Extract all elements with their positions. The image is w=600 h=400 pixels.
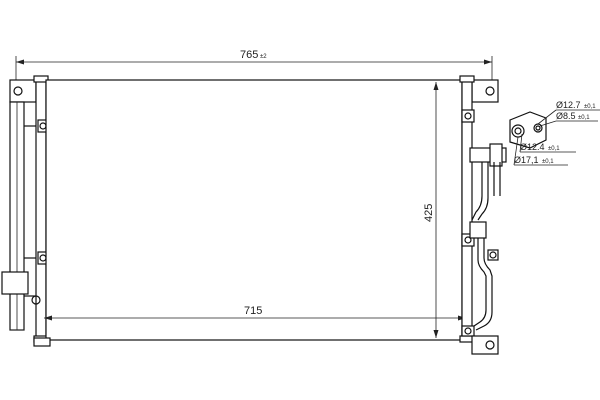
pipe-outlet-outer bbox=[473, 238, 487, 327]
leader-3 bbox=[519, 133, 523, 153]
leader-4 bbox=[513, 136, 519, 166]
right-bottom-bracket bbox=[471, 335, 499, 355]
receiver-drier-block bbox=[1, 271, 29, 295]
overall-width-dimension: 765 ±2 bbox=[15, 49, 493, 80]
right-header-top-cap bbox=[459, 75, 475, 83]
right-bottom-bracket-plate bbox=[471, 335, 499, 355]
left-header-body bbox=[35, 77, 47, 341]
callout-d171-label: Ø17,1 bbox=[514, 155, 539, 165]
callout-d85-label: Ø8.5 bbox=[556, 111, 576, 121]
fitting-port-large-inner bbox=[514, 127, 522, 135]
left-header-top-cap bbox=[33, 75, 49, 83]
fitting-plate bbox=[509, 111, 547, 149]
core-width-dimension: 715 bbox=[44, 305, 466, 321]
left-header-tank bbox=[24, 75, 49, 343]
right-bottom-bolt-hole bbox=[485, 340, 495, 350]
pipe-fitting-hole bbox=[489, 251, 497, 259]
callout-d85-tolerance: ±0,1 bbox=[578, 115, 590, 121]
fitting-detail: Ø12.7 ±0,1 Ø8.5 ±0,1 Ø12.4 ±0,1 Ø17,1 ±0… bbox=[509, 100, 600, 166]
pipe-outlet-inner bbox=[475, 238, 493, 331]
right-clip-1 bbox=[461, 109, 475, 123]
overall-width-value: 765 bbox=[240, 49, 258, 61]
right-header-tank bbox=[459, 75, 475, 343]
condenser-core bbox=[45, 79, 463, 341]
callout-d124-label: Ø12.4 bbox=[520, 142, 545, 152]
refrigerant-pipes bbox=[469, 143, 507, 331]
height-dimension: 425 bbox=[423, 82, 439, 338]
height-value: 425 bbox=[423, 204, 435, 222]
left-bottom-bracket-plate bbox=[33, 337, 51, 347]
pipe-flange-top bbox=[489, 143, 503, 167]
left-top-bracket bbox=[9, 79, 37, 103]
overall-width-tolerance: ±2 bbox=[260, 54, 267, 60]
leader-1 bbox=[537, 109, 557, 125]
pipe-inlet-outer bbox=[471, 162, 483, 221]
fitting-port-small-inner bbox=[535, 125, 541, 131]
right-clip-3 bbox=[461, 325, 475, 337]
arrow-left-icon bbox=[16, 59, 24, 65]
leader-2 bbox=[539, 120, 557, 127]
arrow-down-icon bbox=[433, 330, 439, 338]
pipe-fitting-mid bbox=[487, 249, 499, 261]
arrow-right-icon bbox=[484, 59, 492, 65]
callout-d127-label: Ø12.7 bbox=[556, 100, 581, 110]
arrow-up-icon bbox=[433, 82, 439, 90]
drier-clip-3 bbox=[24, 295, 41, 305]
callout-d124-tolerance: ±0,1 bbox=[548, 146, 560, 152]
left-bottom-bracket bbox=[33, 337, 51, 347]
core-frame bbox=[45, 79, 463, 341]
right-top-bolt-hole bbox=[485, 86, 495, 96]
core-width-value: 715 bbox=[244, 305, 262, 317]
pipe-connector-block-mid bbox=[469, 221, 487, 239]
receiver-drier bbox=[1, 101, 29, 331]
left-top-bolt-hole bbox=[13, 86, 23, 96]
callout-d127-tolerance: ±0,1 bbox=[584, 104, 596, 110]
core-arrow-left-icon bbox=[44, 315, 52, 321]
callout-d171-tolerance: ±0,1 bbox=[542, 159, 554, 165]
pipe-inlet-inner bbox=[477, 162, 489, 221]
right-top-bracket bbox=[471, 79, 499, 103]
